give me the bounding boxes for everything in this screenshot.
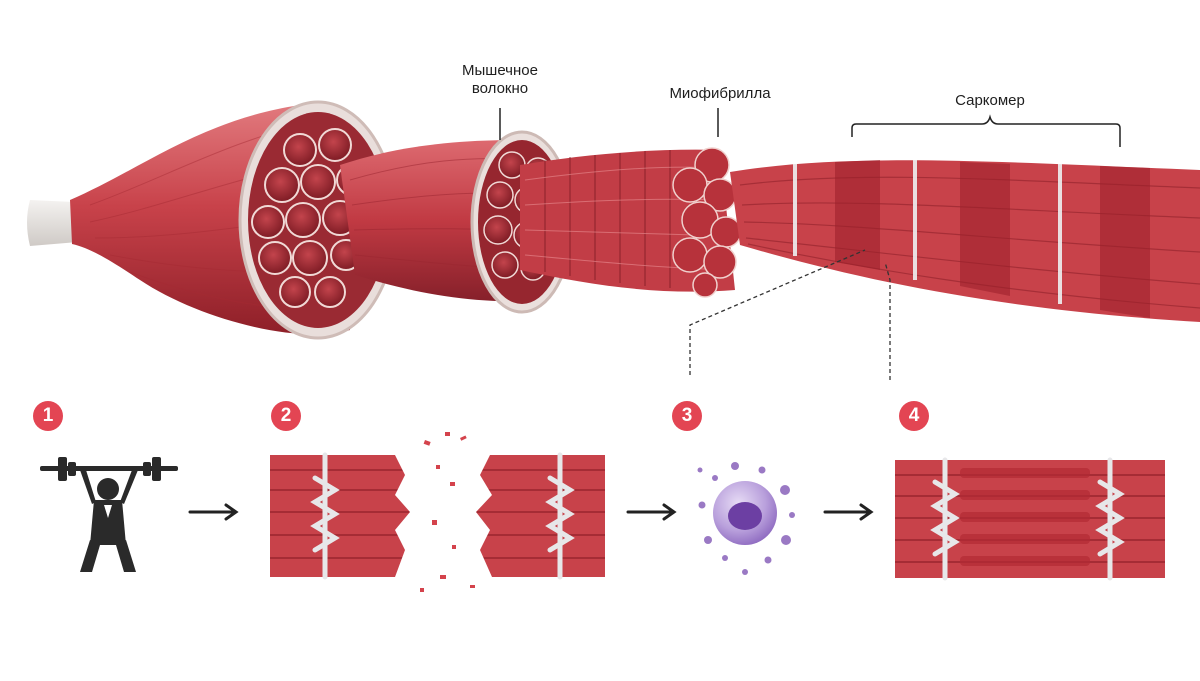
fiber-fragments [420, 432, 475, 592]
arrow-1 [188, 503, 239, 521]
weightlifter-icon [40, 457, 178, 572]
myofibril-label: Миофибрилла [669, 85, 771, 102]
sarcomere-bracket [851, 114, 1121, 147]
step-3-badge: 3 [672, 401, 702, 431]
muscle-hierarchy-illustration [27, 100, 1200, 340]
damaged-fibers-illustration [270, 432, 605, 592]
step-1-badge: 1 [33, 401, 63, 431]
zoom-dashed-lines [689, 249, 891, 380]
dark-a-bands [835, 160, 1150, 318]
arrow-2 [626, 503, 677, 521]
myofibril-ends [672, 147, 742, 298]
step-4-badge: 4 [899, 401, 929, 431]
muscle-fiber-label-line1: Мышечное [462, 62, 538, 79]
immune-cell-illustration [697, 462, 795, 575]
repaired-fibers-illustration [895, 457, 1165, 581]
z-lines [793, 160, 1062, 304]
tie-shape [104, 505, 112, 518]
step-2-badge: 2 [271, 401, 301, 431]
tendon [27, 200, 78, 246]
muscle-fiber-label-line2: волокно [471, 80, 529, 97]
arrow-3 [823, 503, 874, 521]
sarcomere-label: Саркомер [955, 92, 1025, 109]
fascicle-bundles [251, 128, 368, 308]
muscle-fiber-label: Мышечное волокно [440, 62, 560, 98]
